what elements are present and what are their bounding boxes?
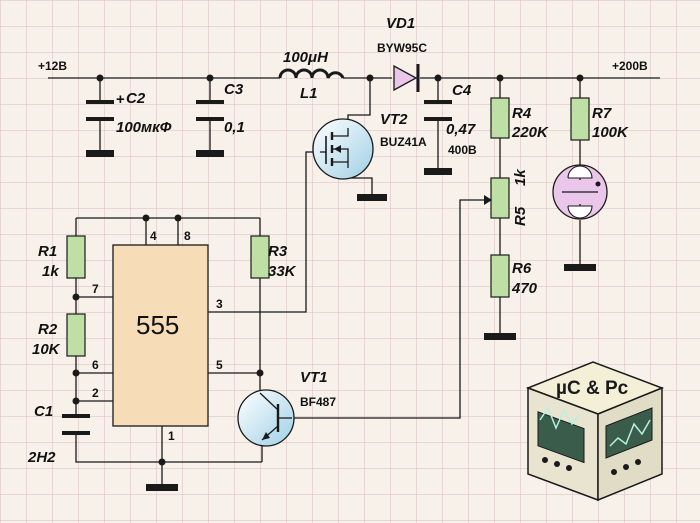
inductor-l1 <box>278 68 345 79</box>
logo-text: µC & Pc <box>556 378 629 399</box>
c2-plus-label: + <box>116 91 125 108</box>
vd1-value-label: BYW95C <box>377 41 427 55</box>
resistor-r6 <box>490 254 510 298</box>
neon-lamp <box>552 164 608 220</box>
uc-pc-logo: µC & Pc <box>525 361 665 502</box>
vd1-name-label: VD1 <box>386 15 415 32</box>
mosfet-vt2 <box>312 118 374 180</box>
c3-name-label: C3 <box>224 81 244 98</box>
ground-symbols <box>86 150 596 491</box>
resistor-r7 <box>570 97 590 141</box>
potentiometer-r5 <box>484 177 510 219</box>
vt1-value-label: BF487 <box>300 395 336 409</box>
resistor-r1 <box>66 235 86 279</box>
r3-name-label: R3 <box>268 243 288 260</box>
c3-value-label: 0,1 <box>224 119 245 136</box>
c4-name-label: C4 <box>452 82 472 99</box>
c1-value-label: 2H2 <box>27 449 56 466</box>
r5-value-label: 1k <box>512 169 529 186</box>
vt2-value-label: BUZ41A <box>380 135 427 149</box>
vt1-name-label: VT1 <box>300 369 328 386</box>
pin-2-label: 2 <box>92 386 99 400</box>
pin-1-label: 1 <box>168 429 175 443</box>
rail-vout-label: +200В <box>612 59 648 73</box>
ic-555-body <box>112 244 209 427</box>
pin-6-label: 6 <box>92 358 99 372</box>
ic-name-label: 555 <box>136 310 179 340</box>
labels: +12В +200В + C2 100мкФ C3 0,1 100μH L1 V… <box>27 15 648 466</box>
r1-value-label: 1k <box>42 263 59 280</box>
pin-7-label: 7 <box>92 282 99 296</box>
l1-value-label: 100μH <box>283 49 329 66</box>
resistor-r2 <box>66 313 86 357</box>
r6-name-label: R6 <box>512 260 532 277</box>
r1-name-label: R1 <box>38 243 57 260</box>
junction-dots <box>72 74 584 466</box>
pin-8-label: 8 <box>184 229 191 243</box>
r5-name-label: R5 <box>512 206 529 226</box>
capacitor-c2 <box>86 100 114 121</box>
c4-voltage-label: 400В <box>448 143 477 157</box>
r3-value-label: 33K <box>268 263 297 280</box>
r4-name-label: R4 <box>512 105 532 122</box>
transistor-vt1 <box>237 389 295 447</box>
r2-name-label: R2 <box>38 321 58 338</box>
pin-4-label: 4 <box>150 229 157 243</box>
resistor-r4 <box>490 97 510 139</box>
r6-value-label: 470 <box>511 280 538 297</box>
pin-3-label: 3 <box>216 297 223 311</box>
rail-vin-label: +12В <box>38 59 67 73</box>
capacitor-c4 <box>424 100 452 121</box>
c1-name-label: C1 <box>34 403 53 420</box>
diode-vd1 <box>393 64 420 92</box>
c4-value-label: 0,47 <box>446 121 476 138</box>
capacitor-c3 <box>196 100 224 121</box>
capacitor-c1 <box>62 414 90 435</box>
c2-name-label: C2 <box>126 90 146 107</box>
pin-5-label: 5 <box>216 358 223 372</box>
r7-name-label: R7 <box>592 105 612 122</box>
r2-value-label: 10K <box>32 341 61 358</box>
c2-value-label: 100мкФ <box>116 119 172 136</box>
r7-value-label: 100K <box>592 124 629 141</box>
r4-value-label: 220K <box>511 124 549 141</box>
vt2-name-label: VT2 <box>380 111 408 128</box>
l1-name-label: L1 <box>300 85 318 102</box>
resistor-r3 <box>250 235 270 279</box>
